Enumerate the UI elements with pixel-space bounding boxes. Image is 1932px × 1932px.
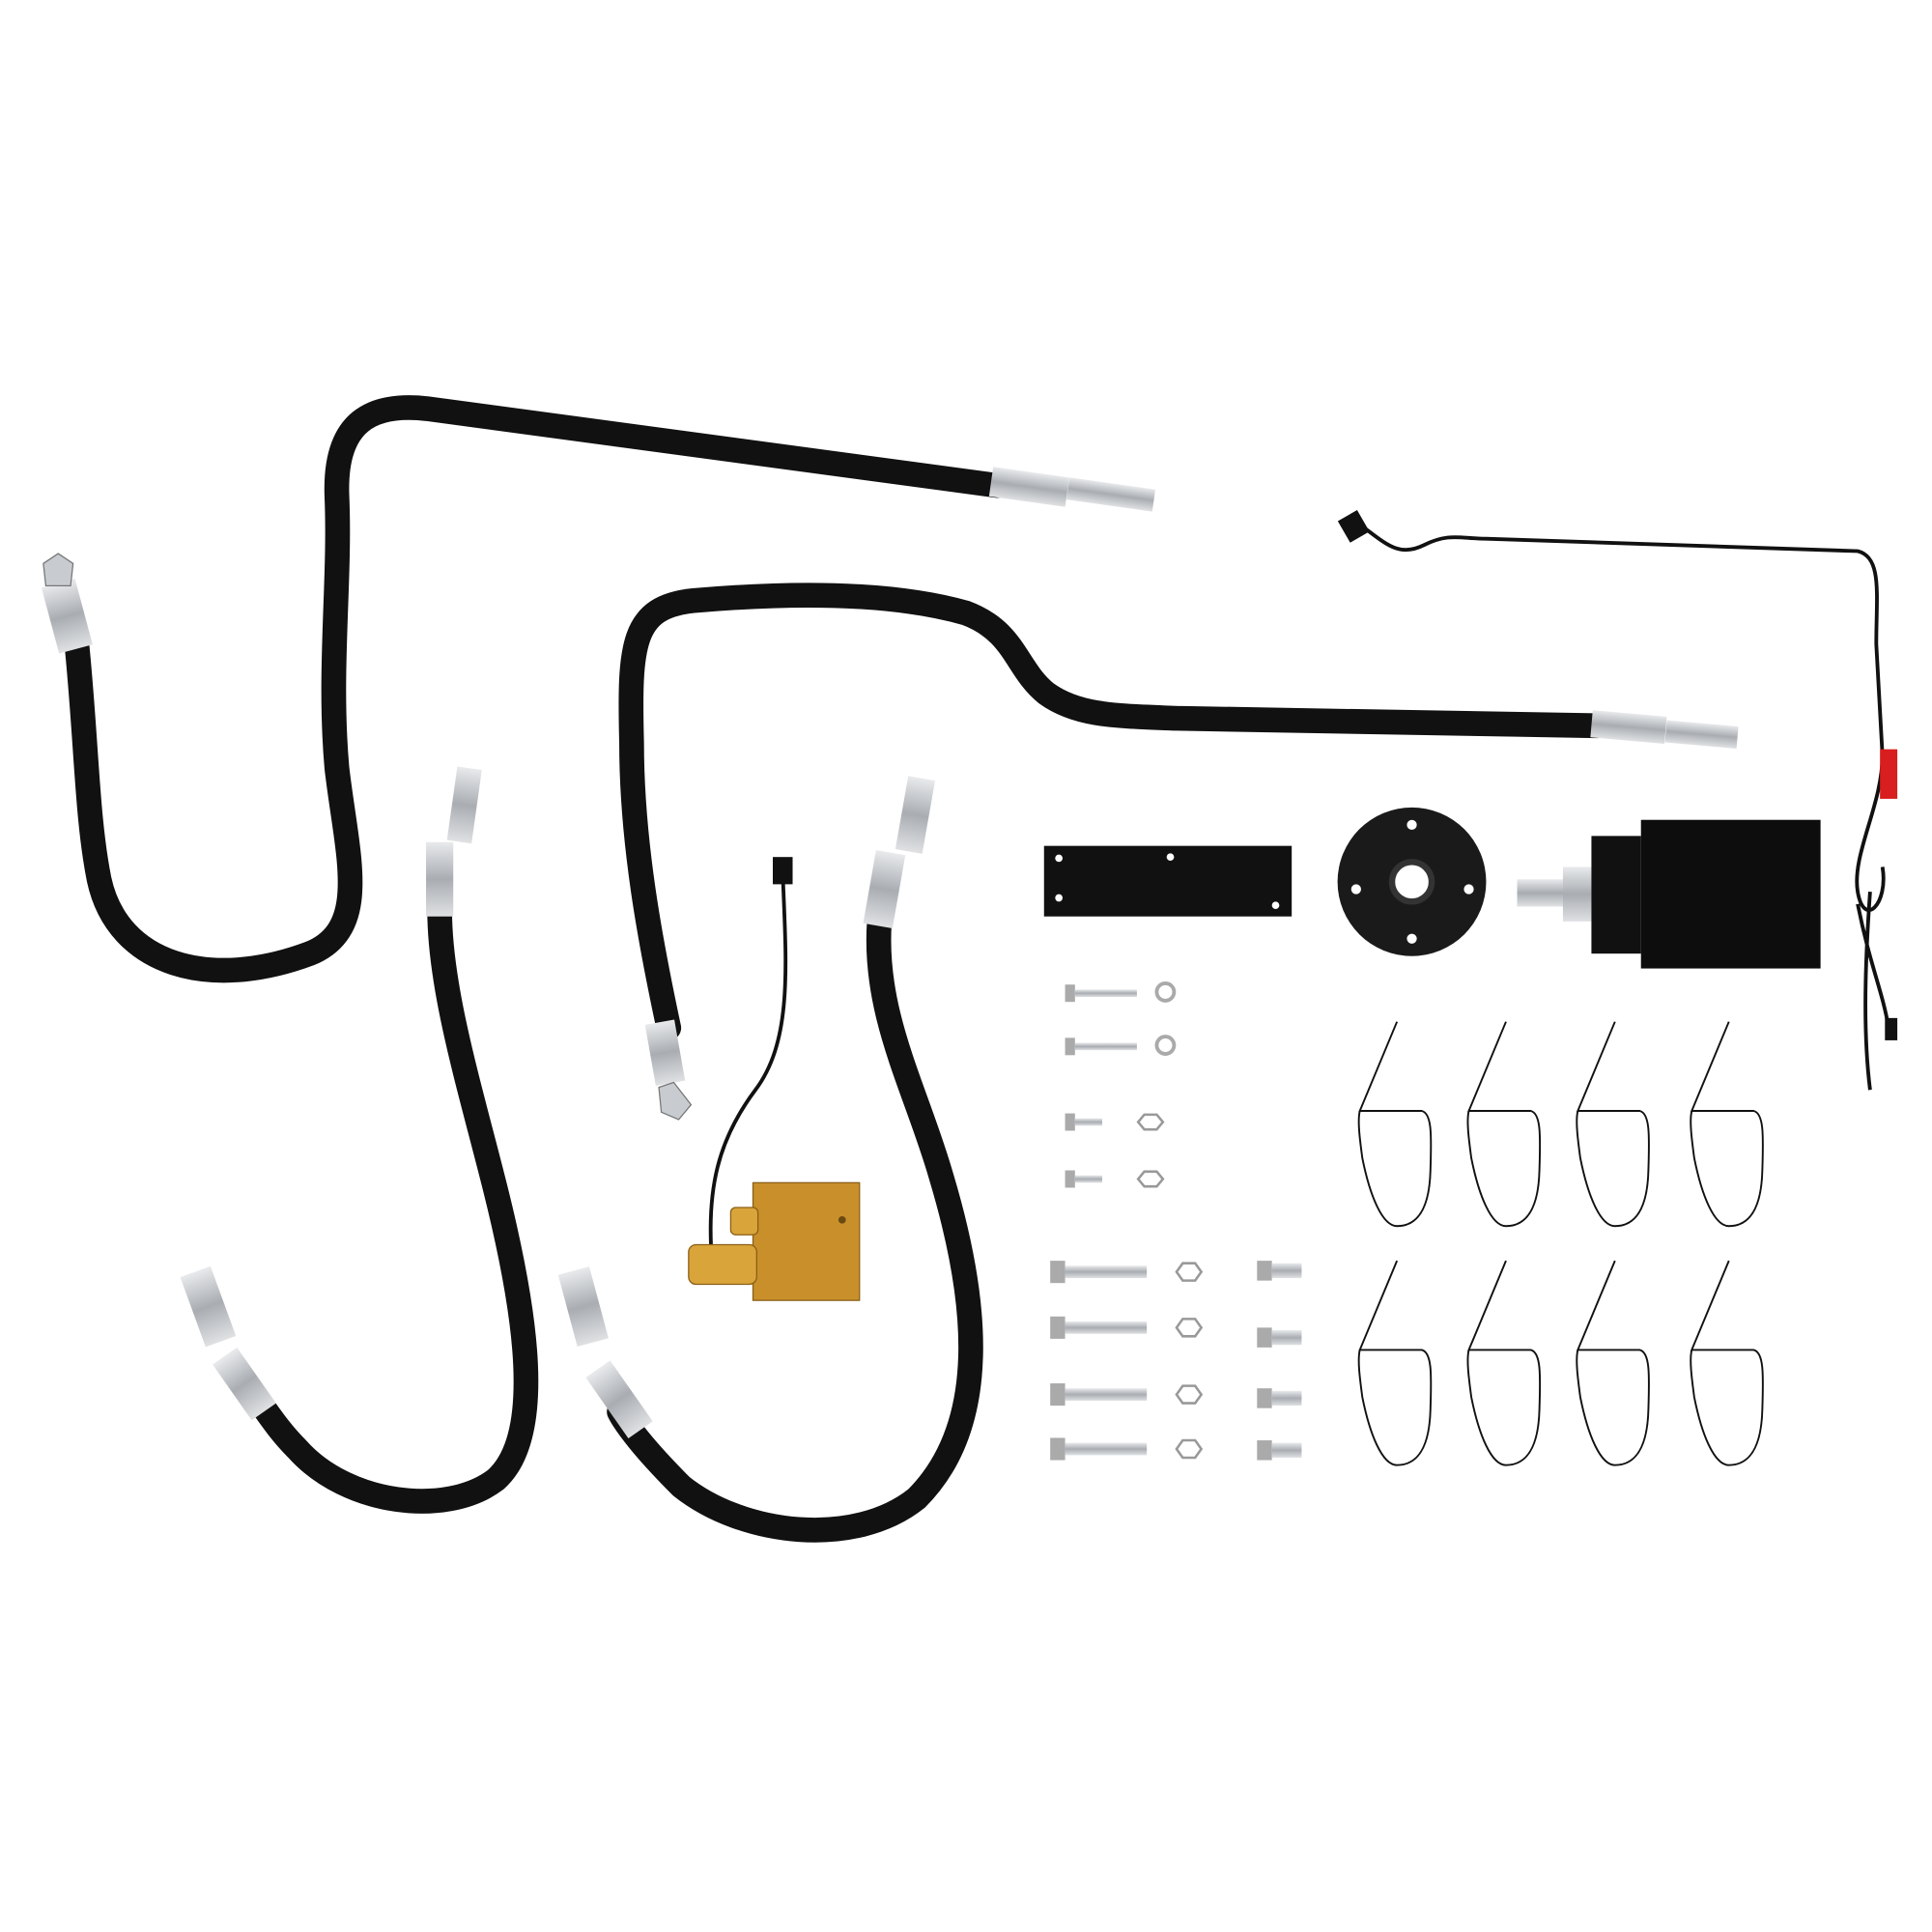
fitting xyxy=(644,1019,686,1086)
fitting xyxy=(41,579,93,654)
connector xyxy=(773,857,793,885)
fitting xyxy=(1590,710,1667,744)
fitting xyxy=(446,766,482,844)
hose-long-middle xyxy=(618,582,1739,1121)
bolt xyxy=(1065,984,1137,1003)
washer xyxy=(1154,1035,1177,1056)
banjo-fitting xyxy=(658,1081,693,1121)
fitting xyxy=(585,1360,653,1439)
motor xyxy=(1517,819,1821,969)
bolt xyxy=(1065,1170,1103,1188)
valve-block xyxy=(688,857,861,1301)
short-bolt xyxy=(1257,1327,1302,1348)
fitting xyxy=(988,467,1069,507)
clip xyxy=(1357,1021,1433,1228)
nut xyxy=(1136,1113,1165,1131)
hose-short-left xyxy=(180,766,539,1514)
clips xyxy=(1357,1021,1764,1466)
washer xyxy=(1154,981,1177,1003)
hose-long-left xyxy=(41,395,1156,983)
clip xyxy=(1466,1021,1542,1228)
fitting xyxy=(213,1347,276,1421)
short-bolt xyxy=(1257,1388,1302,1408)
nut xyxy=(1175,1262,1204,1282)
bolt xyxy=(1065,1037,1137,1056)
fitting xyxy=(895,776,936,854)
banjo-fitting xyxy=(43,553,74,587)
bolt xyxy=(1050,1316,1148,1339)
flange xyxy=(1337,807,1487,956)
clip xyxy=(1357,1260,1433,1466)
nut xyxy=(1136,1170,1165,1188)
short-bolt xyxy=(1257,1440,1302,1461)
clip xyxy=(1690,1021,1764,1228)
clip xyxy=(1690,1260,1764,1466)
wire-harness xyxy=(1337,509,1898,1091)
fitting xyxy=(1065,477,1156,512)
hose-short-right xyxy=(557,776,983,1543)
bolt xyxy=(1065,1113,1103,1131)
fitting xyxy=(426,841,454,917)
nut xyxy=(1175,1318,1204,1338)
fitting xyxy=(1664,720,1739,749)
elbow-fitting xyxy=(557,1266,609,1348)
mounting-plate xyxy=(1043,845,1293,917)
clip xyxy=(1466,1260,1542,1466)
bolt xyxy=(1050,1261,1148,1284)
fitting xyxy=(863,849,906,929)
hardware-bolts xyxy=(1050,981,1302,1461)
bolt xyxy=(1050,1437,1148,1461)
nut xyxy=(1175,1438,1204,1460)
wire-tag xyxy=(1880,749,1898,799)
clip xyxy=(1576,1260,1650,1466)
bolt xyxy=(1050,1383,1148,1406)
clip xyxy=(1576,1021,1650,1228)
connector xyxy=(1337,509,1370,543)
elbow-fitting xyxy=(180,1265,237,1348)
short-bolt xyxy=(1257,1261,1302,1281)
nut xyxy=(1175,1384,1204,1405)
